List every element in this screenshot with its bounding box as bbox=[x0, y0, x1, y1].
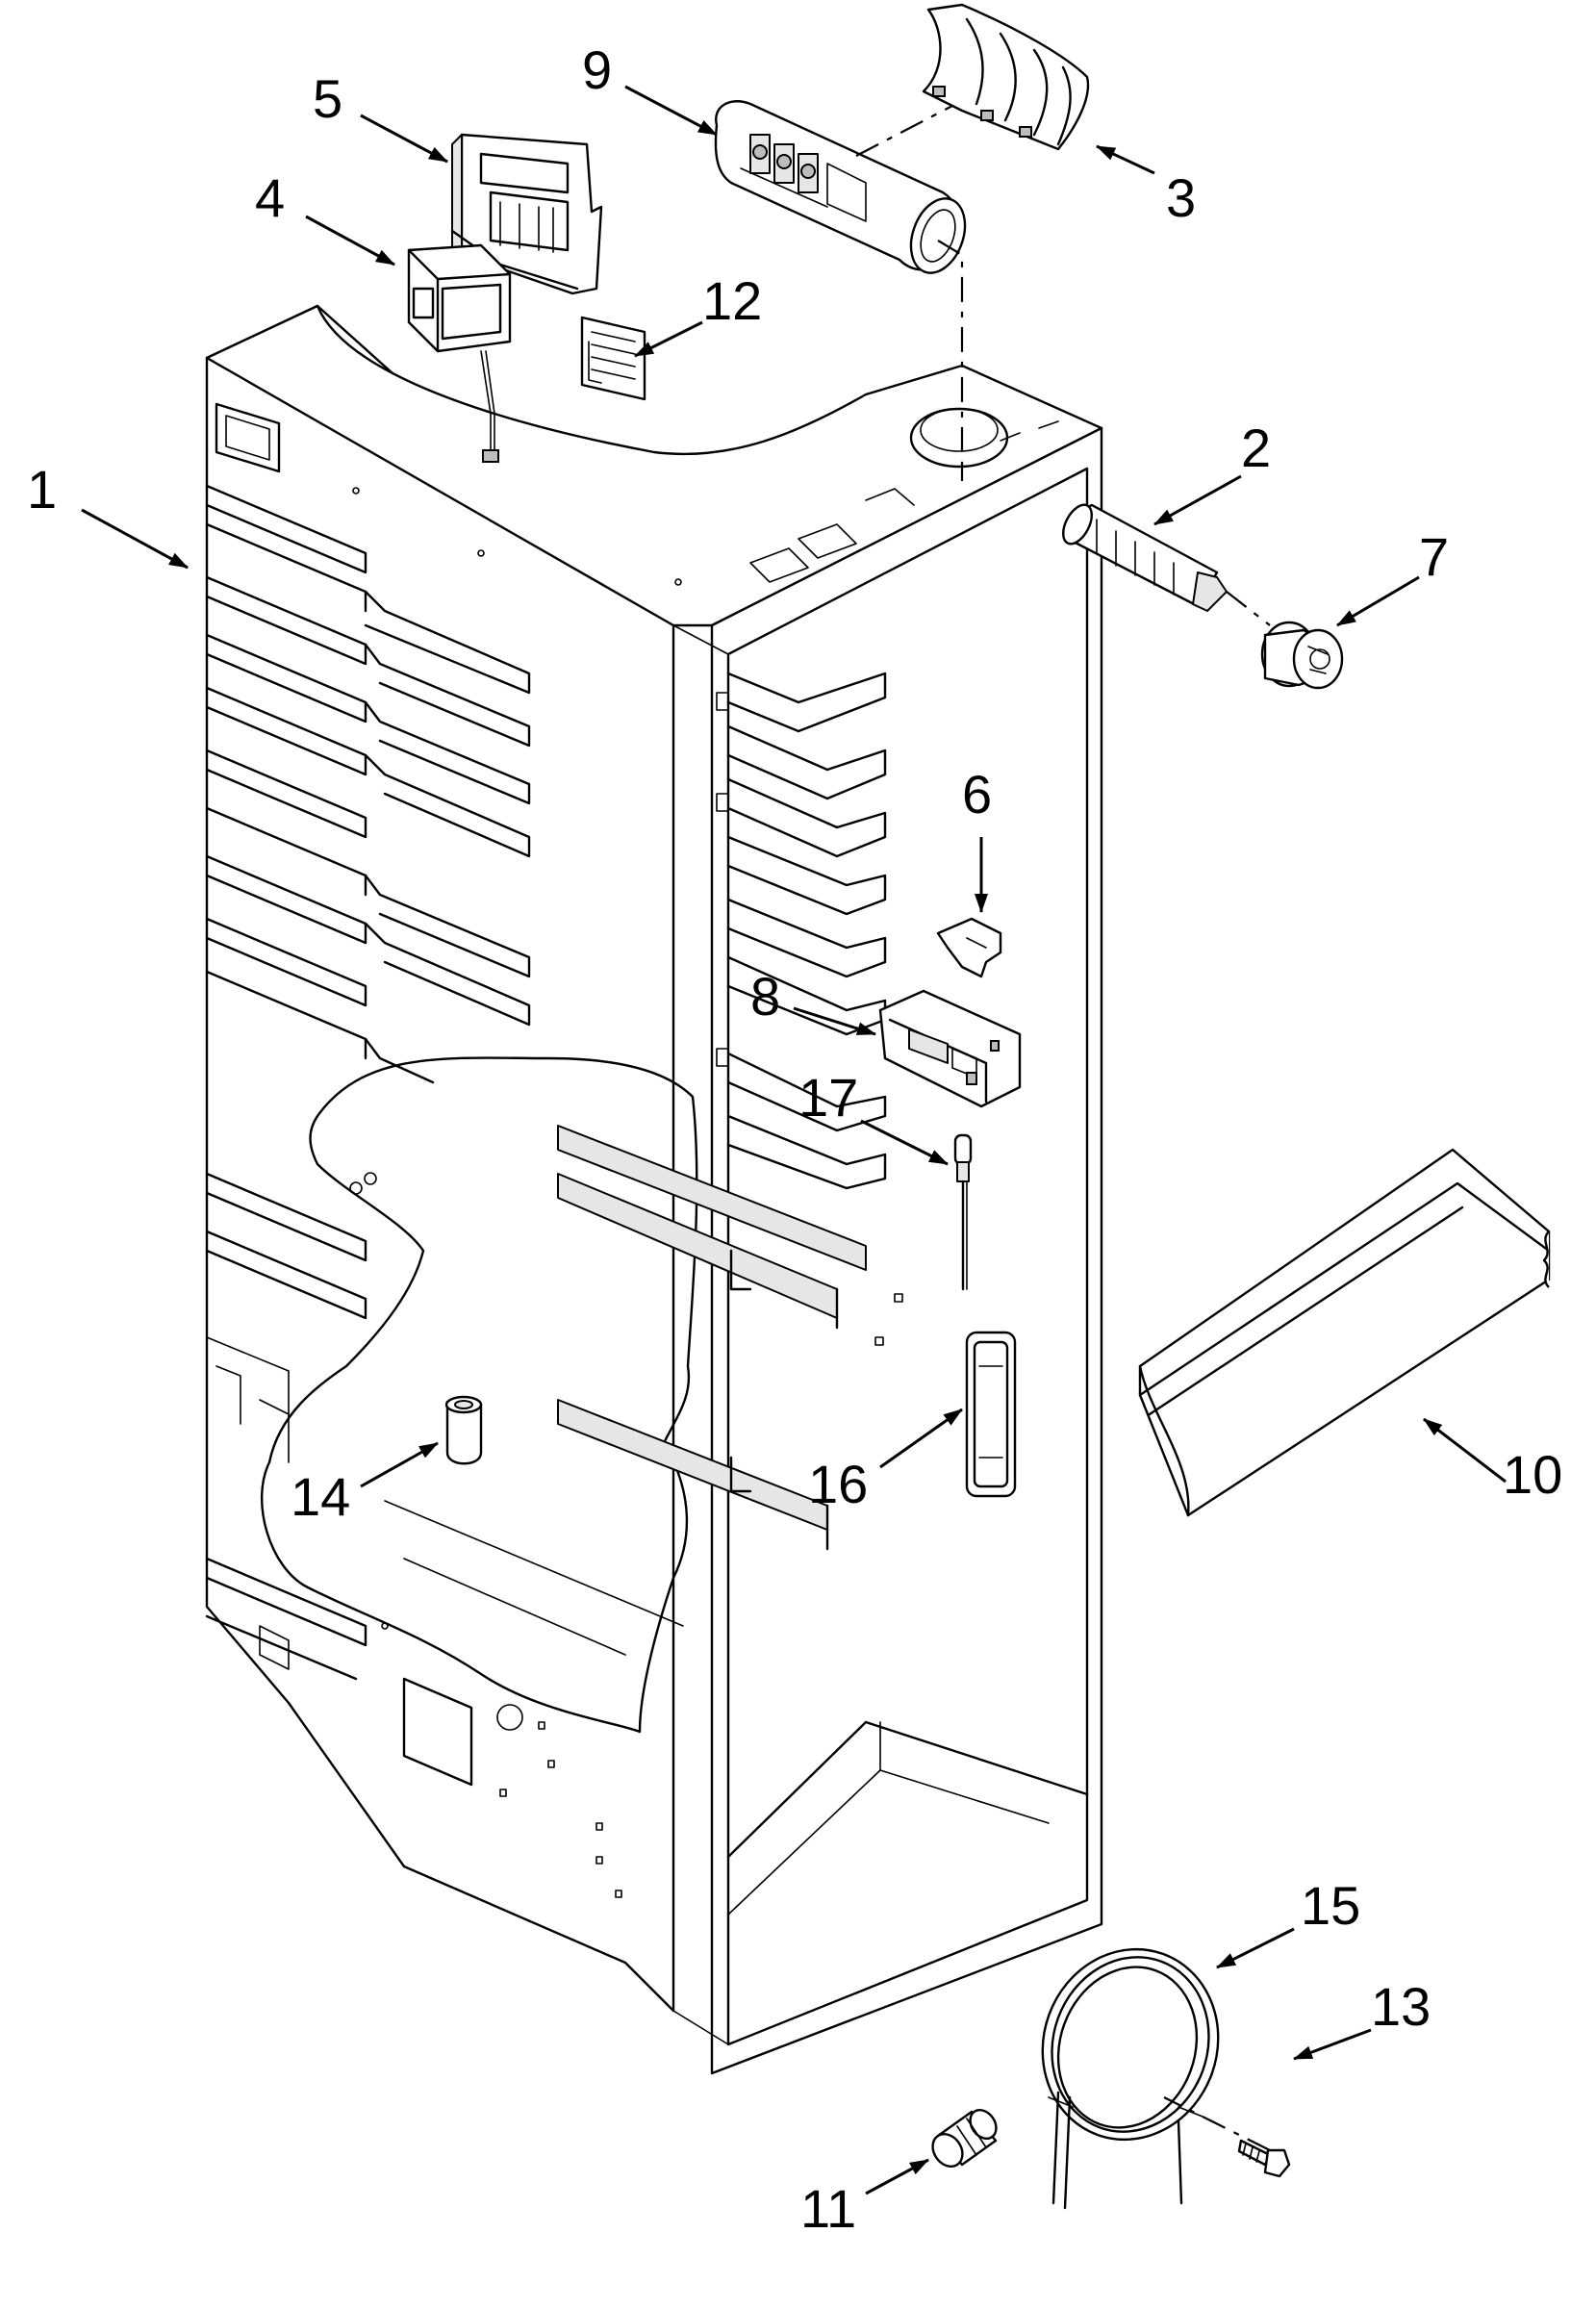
part-7-filter-cap[interactable] bbox=[1262, 622, 1342, 688]
callout-3: 3 bbox=[1166, 167, 1196, 228]
callout-1: 1 bbox=[27, 459, 57, 520]
callout-9: 9 bbox=[582, 39, 612, 100]
callout-2: 2 bbox=[1241, 418, 1271, 478]
callout-14: 14 bbox=[291, 1466, 350, 1527]
part-2-water-filter[interactable] bbox=[1057, 500, 1227, 611]
part-11-fitting[interactable] bbox=[926, 2105, 1001, 2172]
callout-10: 10 bbox=[1503, 1444, 1562, 1505]
callout-7: 7 bbox=[1419, 526, 1449, 587]
part-12-grille[interactable] bbox=[582, 317, 645, 399]
part-13-screw[interactable] bbox=[1239, 2141, 1289, 2176]
inner-wall-shelf-ribs bbox=[717, 673, 885, 1188]
callout-12: 12 bbox=[702, 270, 762, 331]
callout-5: 5 bbox=[313, 68, 342, 129]
callout-6: 6 bbox=[962, 764, 992, 825]
part-4-control-box[interactable] bbox=[409, 245, 510, 462]
callout-labels: 1 2 3 4 5 6 7 8 9 10 11 12 13 14 15 16 1… bbox=[27, 39, 1562, 2239]
assembly-lines bbox=[855, 105, 1271, 2151]
part-16-light-lens[interactable] bbox=[967, 1332, 1015, 1496]
part-1-liner[interactable] bbox=[207, 306, 1102, 2073]
part-15-water-tubing[interactable] bbox=[1016, 1924, 1245, 2208]
callout-13: 13 bbox=[1371, 1976, 1431, 2037]
part-14-canister[interactable] bbox=[446, 1397, 481, 1463]
callout-15: 15 bbox=[1301, 1875, 1360, 1936]
callout-17: 17 bbox=[798, 1067, 858, 1128]
part-9-valve-housing[interactable] bbox=[716, 101, 975, 280]
part-6-clip[interactable] bbox=[938, 919, 1001, 977]
callout-4: 4 bbox=[255, 167, 285, 228]
left-wall-shelf-ribs bbox=[207, 486, 621, 1897]
part-8-light-housing[interactable] bbox=[880, 991, 1020, 1106]
callout-16: 16 bbox=[808, 1454, 868, 1514]
part-10-trim-strip[interactable] bbox=[1140, 1150, 1549, 1515]
callout-leaders bbox=[81, 85, 1507, 2195]
part-3-cover[interactable] bbox=[924, 5, 1088, 149]
callout-11: 11 bbox=[800, 2178, 856, 2239]
part-17-light-bulb[interactable] bbox=[955, 1135, 971, 1289]
valve-mechanism bbox=[741, 135, 866, 221]
callout-8: 8 bbox=[750, 966, 780, 1027]
